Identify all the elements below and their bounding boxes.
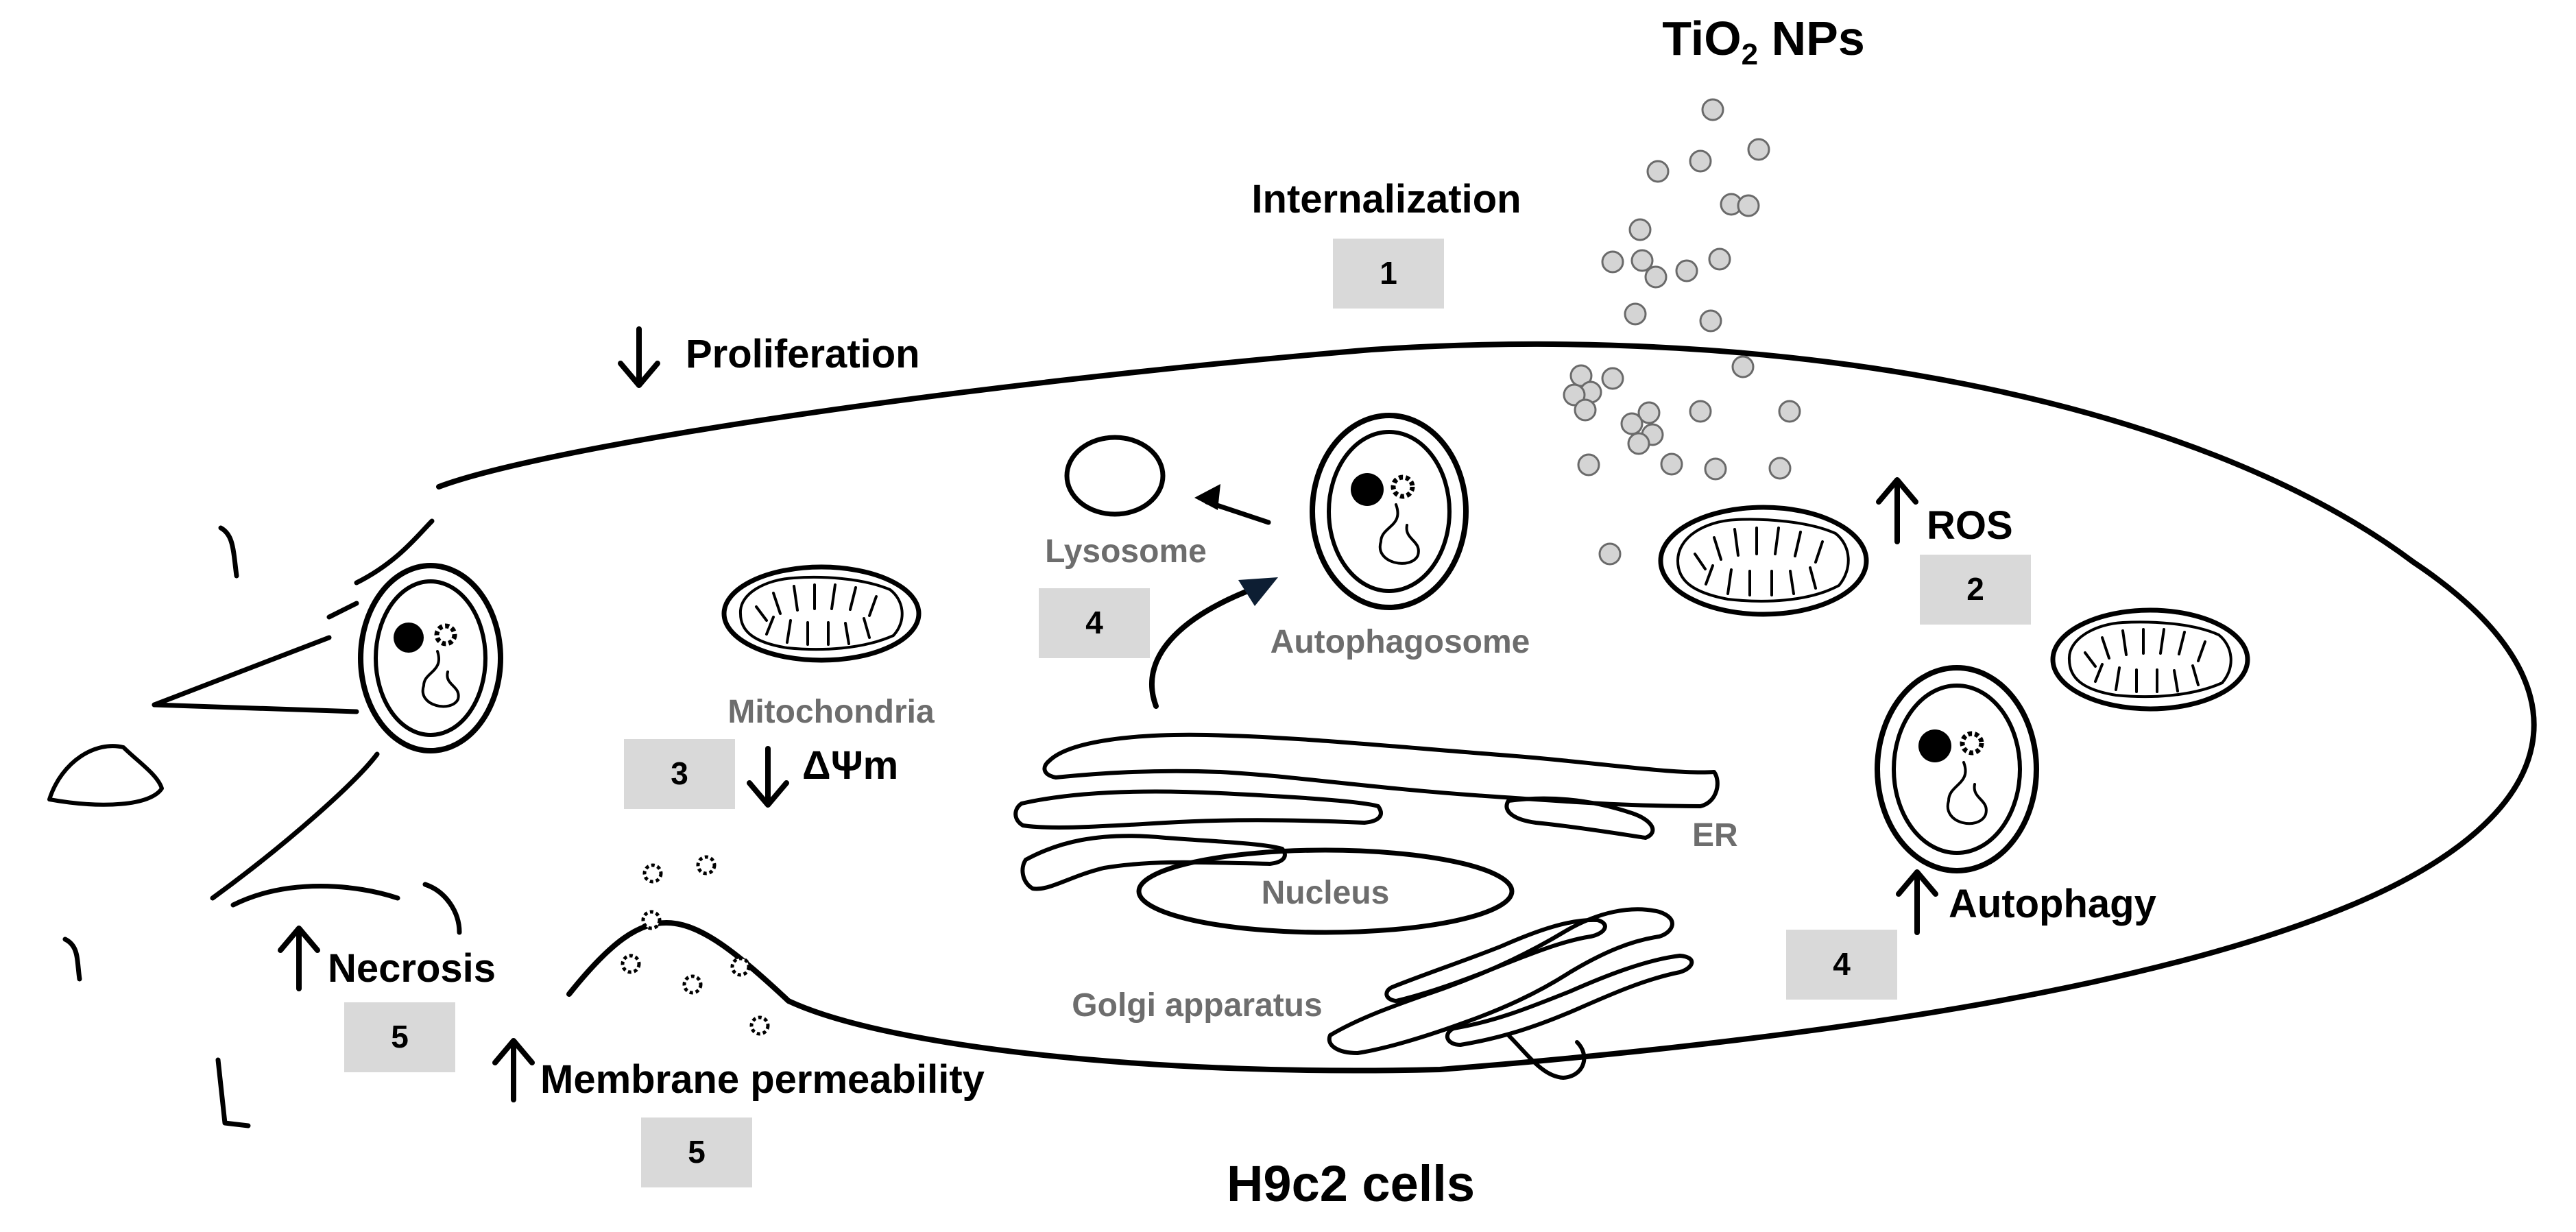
necrosis-up-arrow: [278, 926, 320, 991]
mitochondrion-2: [1658, 505, 1869, 617]
nanoparticle: [1737, 194, 1760, 217]
fusion-arrow: [1194, 484, 1271, 525]
endoplasmic-reticulum: [1013, 732, 1720, 891]
step-box-ros: 2: [1920, 555, 2031, 625]
nanoparticle: [1601, 367, 1624, 390]
leaked-particle: [696, 855, 717, 875]
nanoparticle: [1563, 383, 1586, 407]
er-label: ER: [1692, 817, 1738, 854]
er-to-autophagosome-arrow: [1149, 577, 1278, 709]
svg-text:1: 1: [1380, 255, 1397, 291]
autophagy-label: Autophagy: [1949, 882, 2156, 926]
nanoparticle: [1731, 355, 1755, 378]
mitochondrion-3: [2050, 607, 2250, 712]
svg-text:5: 5: [688, 1134, 706, 1170]
autophagosome-label: Autophagosome: [1271, 624, 1530, 660]
leaked-particle: [749, 1015, 770, 1036]
nanoparticle: [1778, 400, 1801, 423]
membrane-permeability-up-arrow: [492, 1038, 535, 1102]
leaked-particle: [621, 954, 641, 974]
step-box-necrosis: 5: [344, 1002, 455, 1072]
leaked-particle: [641, 910, 662, 930]
nanoparticle: [1627, 432, 1650, 455]
nanoparticle: [1675, 259, 1698, 282]
nucleus: [1136, 847, 1515, 935]
nanoparticle: [1601, 250, 1624, 274]
nanoparticle: [1577, 453, 1600, 476]
necrosis-label: Necrosis: [328, 946, 496, 991]
svg-text:4: 4: [1833, 946, 1851, 982]
proliferation-label: Proliferation: [686, 332, 920, 376]
autophagy-up-arrow: [1896, 869, 1938, 935]
lysosome: [1064, 435, 1166, 517]
nanoparticle: [1708, 247, 1731, 271]
nanoparticle: [1624, 302, 1647, 326]
nanoparticle: [1598, 542, 1622, 566]
step-box-membrane: 5: [641, 1118, 752, 1187]
nanoparticle: [1637, 401, 1661, 424]
nanoparticle: [1620, 412, 1644, 435]
nanoparticle: [1689, 400, 1712, 423]
nanoparticle: [1768, 457, 1792, 480]
ros-up-arrow: [1876, 477, 1918, 544]
nanoparticle: [1628, 218, 1652, 241]
cell-line-label: H9c2 cells: [1227, 1155, 1475, 1212]
nanoparticle: [1660, 452, 1683, 476]
mitochondrion-1: [721, 564, 922, 663]
autophagosome-center: [1310, 413, 1469, 610]
cell-debris: [47, 525, 251, 1128]
ros-label: ROS: [1927, 503, 2013, 548]
leaked-particle: [642, 863, 663, 884]
golgi-apparatus: [1327, 907, 1694, 1080]
step-box-autophagy: 4: [1786, 930, 1897, 1000]
lysosome-label: Lysosome: [1045, 533, 1207, 570]
tio2-nps-label: TiO2 NPs: [1662, 12, 1865, 71]
nanoparticle: [1630, 249, 1654, 272]
delta-psi-label: ΔΨm: [802, 743, 898, 788]
nanoparticle: [1689, 149, 1712, 173]
tio2-nanoparticles: [1563, 98, 1801, 566]
nanoparticle: [1574, 398, 1597, 422]
mmp-down-arrow: [747, 746, 789, 808]
internalization-label: Internalization: [1251, 177, 1521, 221]
proliferation-down-arrow: [618, 326, 660, 388]
leaked-particle: [682, 974, 703, 995]
step-box-lysosome: 4: [1039, 588, 1150, 658]
nanoparticle: [1644, 265, 1668, 289]
svg-text:4: 4: [1085, 605, 1103, 640]
svg-text:5: 5: [391, 1019, 409, 1054]
step-box-mmp: 3: [624, 739, 735, 809]
mitochondria-label: Mitochondria: [727, 694, 935, 730]
nanoparticle: [1747, 138, 1770, 161]
step-box-internalization: 1: [1333, 239, 1444, 309]
leaked-particle: [730, 956, 751, 977]
nucleus-label: Nucleus: [1262, 875, 1390, 911]
svg-text:3: 3: [671, 756, 688, 791]
leaked-particles: [621, 855, 770, 1036]
nanoparticle: [1704, 457, 1727, 481]
autophagosome-right: [1875, 665, 2039, 873]
nanoparticle: [1646, 160, 1670, 183]
golgi-label: Golgi apparatus: [1072, 987, 1322, 1024]
nanoparticle: [1701, 98, 1724, 121]
svg-text:2: 2: [1966, 571, 1984, 607]
nanoparticle: [1699, 309, 1722, 333]
membrane-permeability-label: Membrane permeability: [540, 1057, 985, 1102]
autophagosome-left: [358, 563, 503, 753]
